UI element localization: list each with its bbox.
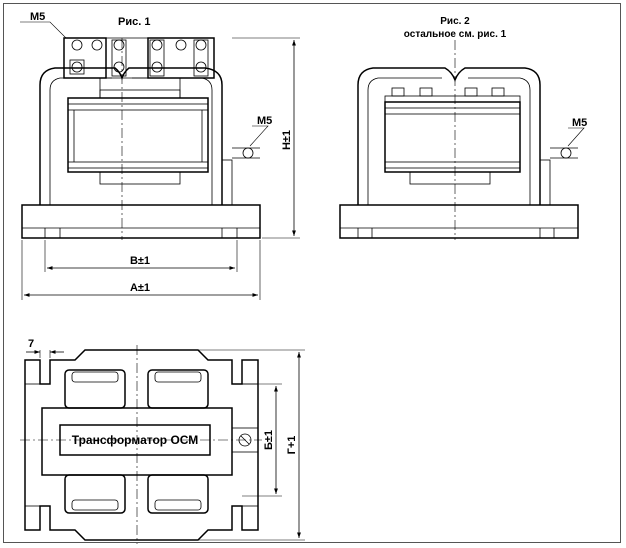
fig1-base (21, 204, 261, 239)
fig1-side-bolt (232, 147, 260, 159)
fig2-side-bolt (550, 147, 578, 159)
fig1-terminal-block (63, 37, 215, 98)
fig1-core (67, 97, 209, 173)
fig2-core (384, 101, 521, 173)
fig2-caption-line1: Рис. 2 (440, 16, 470, 27)
fig1-side-bolt-label: M5 (257, 115, 272, 127)
plan-b-dimension: Б±1 (263, 430, 275, 450)
plan-g-dimension: Г+1 (286, 436, 298, 455)
fig1-bolt-label: M5 (30, 11, 45, 23)
plan-dim-7: 7 (28, 338, 34, 350)
plan-base (24, 349, 259, 541)
fig2-caption-line2: остальное см. рис. 1 (404, 29, 507, 40)
plan-nameplate-text: Трансформатор ОСМ (72, 433, 199, 447)
fig1-a-dimension: A±1 (130, 282, 150, 294)
fig1-caption: Рис. 1 (118, 16, 150, 28)
fig2-base (339, 204, 579, 239)
fig2-terminal-strip (384, 87, 521, 103)
fig1-b-dimension: B±1 (130, 255, 150, 267)
drawing-frame (3, 3, 621, 543)
fig2-side-bolt-label: M5 (572, 117, 587, 129)
fig1-front-view (20, 21, 300, 300)
plan-view (20, 345, 305, 544)
fig2-front-view (339, 40, 585, 240)
fig1-height-dimension: H±1 (281, 130, 293, 150)
